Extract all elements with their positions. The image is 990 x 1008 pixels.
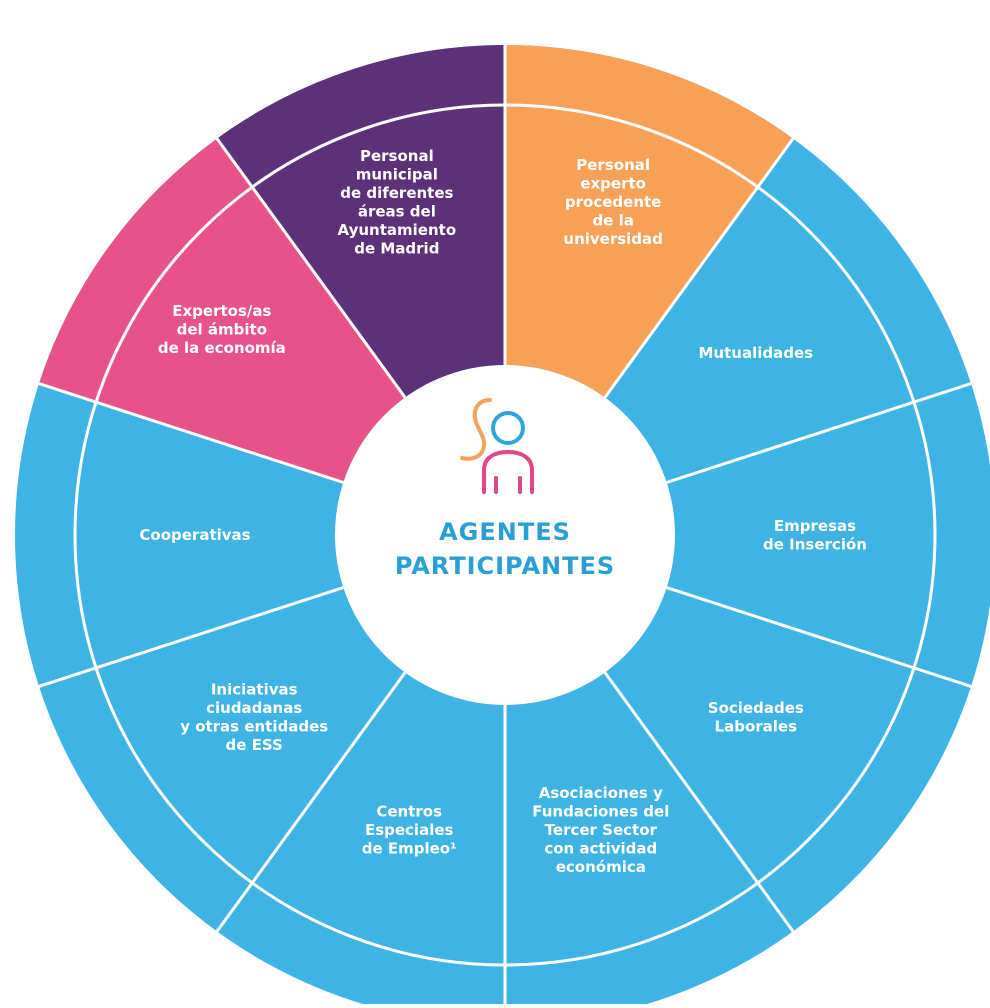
- label-line: de diferentes: [340, 184, 453, 202]
- label-mutualidades: Mutualidades: [699, 344, 814, 362]
- divider-expertos-economia: [38, 382, 344, 484]
- divider-asociaciones-fundaciones: [603, 671, 795, 933]
- dividers-group: [38, 45, 972, 1008]
- segment-sociedades-laborales: [604, 587, 914, 883]
- segment-expertos-economia: [38, 138, 406, 483]
- divider-cooperativas: [38, 586, 344, 688]
- label-line: Personal: [576, 156, 650, 174]
- center-title-line-2: PARTICIPANTES: [395, 552, 615, 580]
- label-line: Iniciativas: [211, 680, 298, 698]
- label-line: procedente: [565, 193, 661, 211]
- label-line: Tercer Sector: [545, 821, 658, 839]
- icon-orange-swoosh: [460, 398, 492, 461]
- label-line: Ayuntamiento: [338, 221, 457, 239]
- divider-sociedades-laborales: [666, 586, 972, 688]
- segment-empresas-insercion: [666, 402, 935, 668]
- icon-body: [482, 450, 534, 494]
- label-line: Cooperativas: [139, 526, 250, 544]
- divider-iniciativas-ciudadanas: [215, 671, 407, 933]
- inner-ring-border: [73, 103, 937, 967]
- label-line: de Empleo¹: [362, 839, 457, 857]
- icon-head: [491, 411, 525, 445]
- label-line: Empresas: [774, 517, 856, 535]
- segment-mutualidades: [604, 187, 914, 483]
- center-disc: [335, 365, 675, 705]
- label-line: universidad: [563, 230, 663, 248]
- label-line: Centros: [376, 802, 442, 820]
- label-line: y otras entidades: [180, 717, 328, 735]
- label-line: de Madrid: [354, 239, 439, 257]
- label-line: Fundaciones del: [532, 802, 669, 820]
- segment-personal-experto: [505, 45, 794, 398]
- label-line: Laborales: [715, 717, 798, 735]
- divider-personal-municipal: [215, 137, 407, 399]
- label-line: Especiales: [365, 821, 454, 839]
- person-icon: [460, 398, 534, 494]
- label-line: de la economía: [158, 339, 286, 357]
- label-line: Asociaciones y: [539, 784, 663, 802]
- label-line: del ámbito: [177, 320, 267, 338]
- label-line: Personal: [360, 147, 434, 165]
- label-line: de ESS: [226, 736, 283, 754]
- label-line: de la: [592, 212, 633, 230]
- label-cooperativas: Cooperativas: [139, 526, 250, 544]
- label-line: de Inserción: [763, 535, 867, 553]
- label-line: municipal: [356, 165, 438, 183]
- segment-cooperativas: [74, 402, 344, 668]
- label-line: experto: [580, 175, 646, 193]
- label-line: ciudadanas: [206, 699, 302, 717]
- label-line: Sociedades: [708, 699, 804, 717]
- label-line: económica: [556, 858, 646, 876]
- label-line: Mutualidades: [699, 344, 814, 362]
- segment-iniciativas-ciudadanas: [96, 587, 406, 883]
- center-title-line-1: AGENTES: [439, 518, 571, 546]
- label-line: con actividad: [544, 839, 657, 857]
- segment-centros-especiales: [252, 672, 505, 965]
- segment-asociaciones-fundaciones: [505, 672, 758, 965]
- label-line: Expertos/as: [172, 302, 271, 320]
- divider-empresas-insercion: [666, 382, 972, 484]
- segment-personal-municipal: [216, 45, 505, 398]
- label-line: áreas del: [358, 202, 436, 220]
- segments-group: [38, 45, 935, 965]
- divider-mutualidades: [603, 137, 795, 399]
